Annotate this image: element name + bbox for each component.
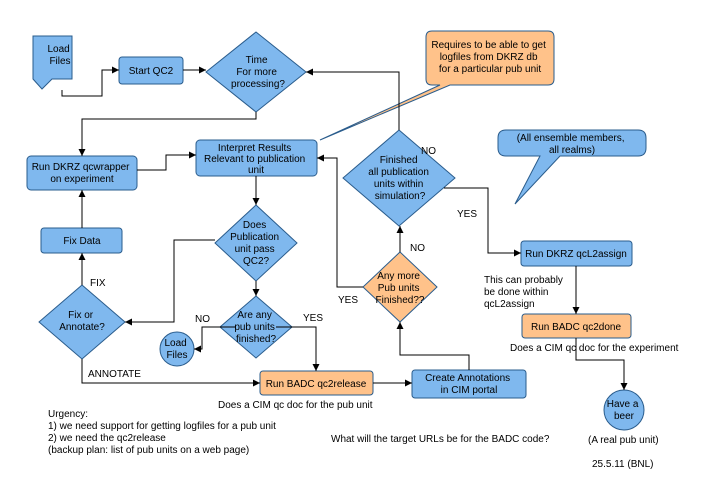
ensemble-callout: (All ensemble members, all realms): [497, 129, 647, 205]
edge-loadfiles-to-startqc2: [61, 66, 119, 97]
label-annotate: ANNOTATE: [88, 369, 141, 380]
run-dkrz-qcwrapper-node: Run DKRZ qcwrapper on experiment: [26, 155, 138, 191]
edge-any-pub-yes-to-qc2release: [276, 326, 320, 371]
time-decision-node: Time For more processing?: [205, 31, 307, 113]
cim-doc-pub-unit-note: Does a CIM qc doc for the pub unit: [218, 400, 373, 411]
start-qc2-text: Start QC2: [129, 66, 174, 77]
edge-qc2done-to-beer: [575, 338, 628, 390]
does-unit-pass-text: Does Publication unit pass QC2?: [230, 220, 282, 267]
date-stamp: 25.5.11 (BNL): [592, 459, 654, 470]
run-badc-qc2release-text: Run BADC qc2release: [266, 379, 367, 390]
any-more-decision-text: Any more Pub units Finished??: [376, 271, 425, 306]
any-pub-units-decision-text: Are any pub units finished?: [234, 310, 277, 345]
fix-or-annotate-decision-node: Fix or Annotate?: [38, 284, 126, 360]
run-dkrz-qcl2assign-text: Run DKRZ qcL2assign: [525, 249, 627, 260]
edge-annotate-to-qc2release: [81, 359, 260, 387]
edge-does-pass-no-to-fix-or-annotate: [125, 239, 215, 326]
label-fix: FIX: [90, 278, 106, 289]
label-yes-finished: YES: [457, 209, 477, 220]
edge-finished-no-to-time: [306, 68, 400, 130]
requires-logfiles-text: Requires to be able to get logfiles from…: [431, 40, 548, 75]
have-a-beer-node: Have a beer: [603, 389, 645, 431]
run-badc-qc2release-node: Run BADC qc2release: [259, 370, 374, 396]
edge-qcwrapper-to-interpret: [137, 151, 196, 171]
ensemble-callout-text: (All ensemble members, all realms): [517, 133, 628, 156]
finished-all-decision-node: Finished all publication units within si…: [342, 129, 456, 227]
edge-any-pub-no-to-loadfiles: [194, 326, 236, 353]
edge-time-to-qcwrapper: [78, 112, 257, 156]
edge-finished-yes-to-qcl2assign: [444, 187, 521, 257]
run-dkrz-qcl2assign-node: Run DKRZ qcL2assign: [520, 240, 633, 267]
target-urls-question: What will the target URLs be for the BAD…: [331, 434, 550, 445]
load-files-top-node: Load Files: [32, 35, 73, 90]
label-no-any-more: NO: [410, 243, 425, 254]
create-annotations-text: Create Annotations in CIM portal: [425, 373, 513, 396]
start-qc2-node: Start QC2: [118, 56, 184, 85]
run-badc-qc2done-text: Run BADC qc2done: [531, 322, 621, 333]
requires-logfiles-callout: Requires to be able to get logfiles from…: [319, 30, 555, 141]
time-decision-text: Time For more processing?: [231, 55, 285, 90]
fix-or-annotate-text: Fix or Annotate?: [59, 310, 105, 333]
finished-all-decision-text: Finished all publication units within si…: [368, 155, 431, 202]
edge-any-more-yes-to-interpret: [317, 154, 363, 288]
run-badc-qc2done-node: Run BADC qc2done: [521, 313, 632, 339]
label-no-finished: NO: [421, 146, 436, 157]
any-pub-units-decision-node: Are any pub units finished?: [219, 295, 293, 359]
edge-annotations-to-any-more: [396, 322, 470, 370]
interpret-results-node: Interpret Results Relevant to publicatio…: [195, 139, 318, 177]
urgency-note: Urgency: 1) we need support for getting …: [48, 409, 279, 456]
interpret-results-text: Interpret Results Relevant to publicatio…: [204, 143, 308, 176]
load-files-bottom-node: Load Files: [159, 331, 195, 367]
qcl2assign-note: This can probably be done within qcL2ass…: [484, 275, 566, 310]
any-more-decision-node: Any more Pub units Finished??: [362, 251, 438, 323]
does-unit-pass-decision-node: Does Publication unit pass QC2?: [214, 204, 298, 282]
load-files-top-text: Load Files: [47, 44, 72, 67]
label-yes-any-pub: YES: [303, 313, 323, 324]
run-dkrz-qcwrapper-text: Run DKRZ qcwrapper on experiment: [32, 162, 133, 185]
create-annotations-node: Create Annotations in CIM portal: [411, 369, 527, 399]
fix-data-node: Fix Data: [40, 227, 123, 254]
load-files-bottom-text: Load Files: [164, 338, 189, 361]
label-no-any-pub: NO: [195, 314, 210, 325]
cim-doc-experiment-note: Does a CIM qc doc for the experiment: [510, 343, 679, 354]
label-yes-any-more: YES: [338, 295, 358, 306]
real-pub-unit-note: (A real pub unit): [588, 435, 659, 446]
have-a-beer-text: Have a beer: [607, 399, 641, 422]
fix-data-text: Fix Data: [63, 236, 101, 247]
